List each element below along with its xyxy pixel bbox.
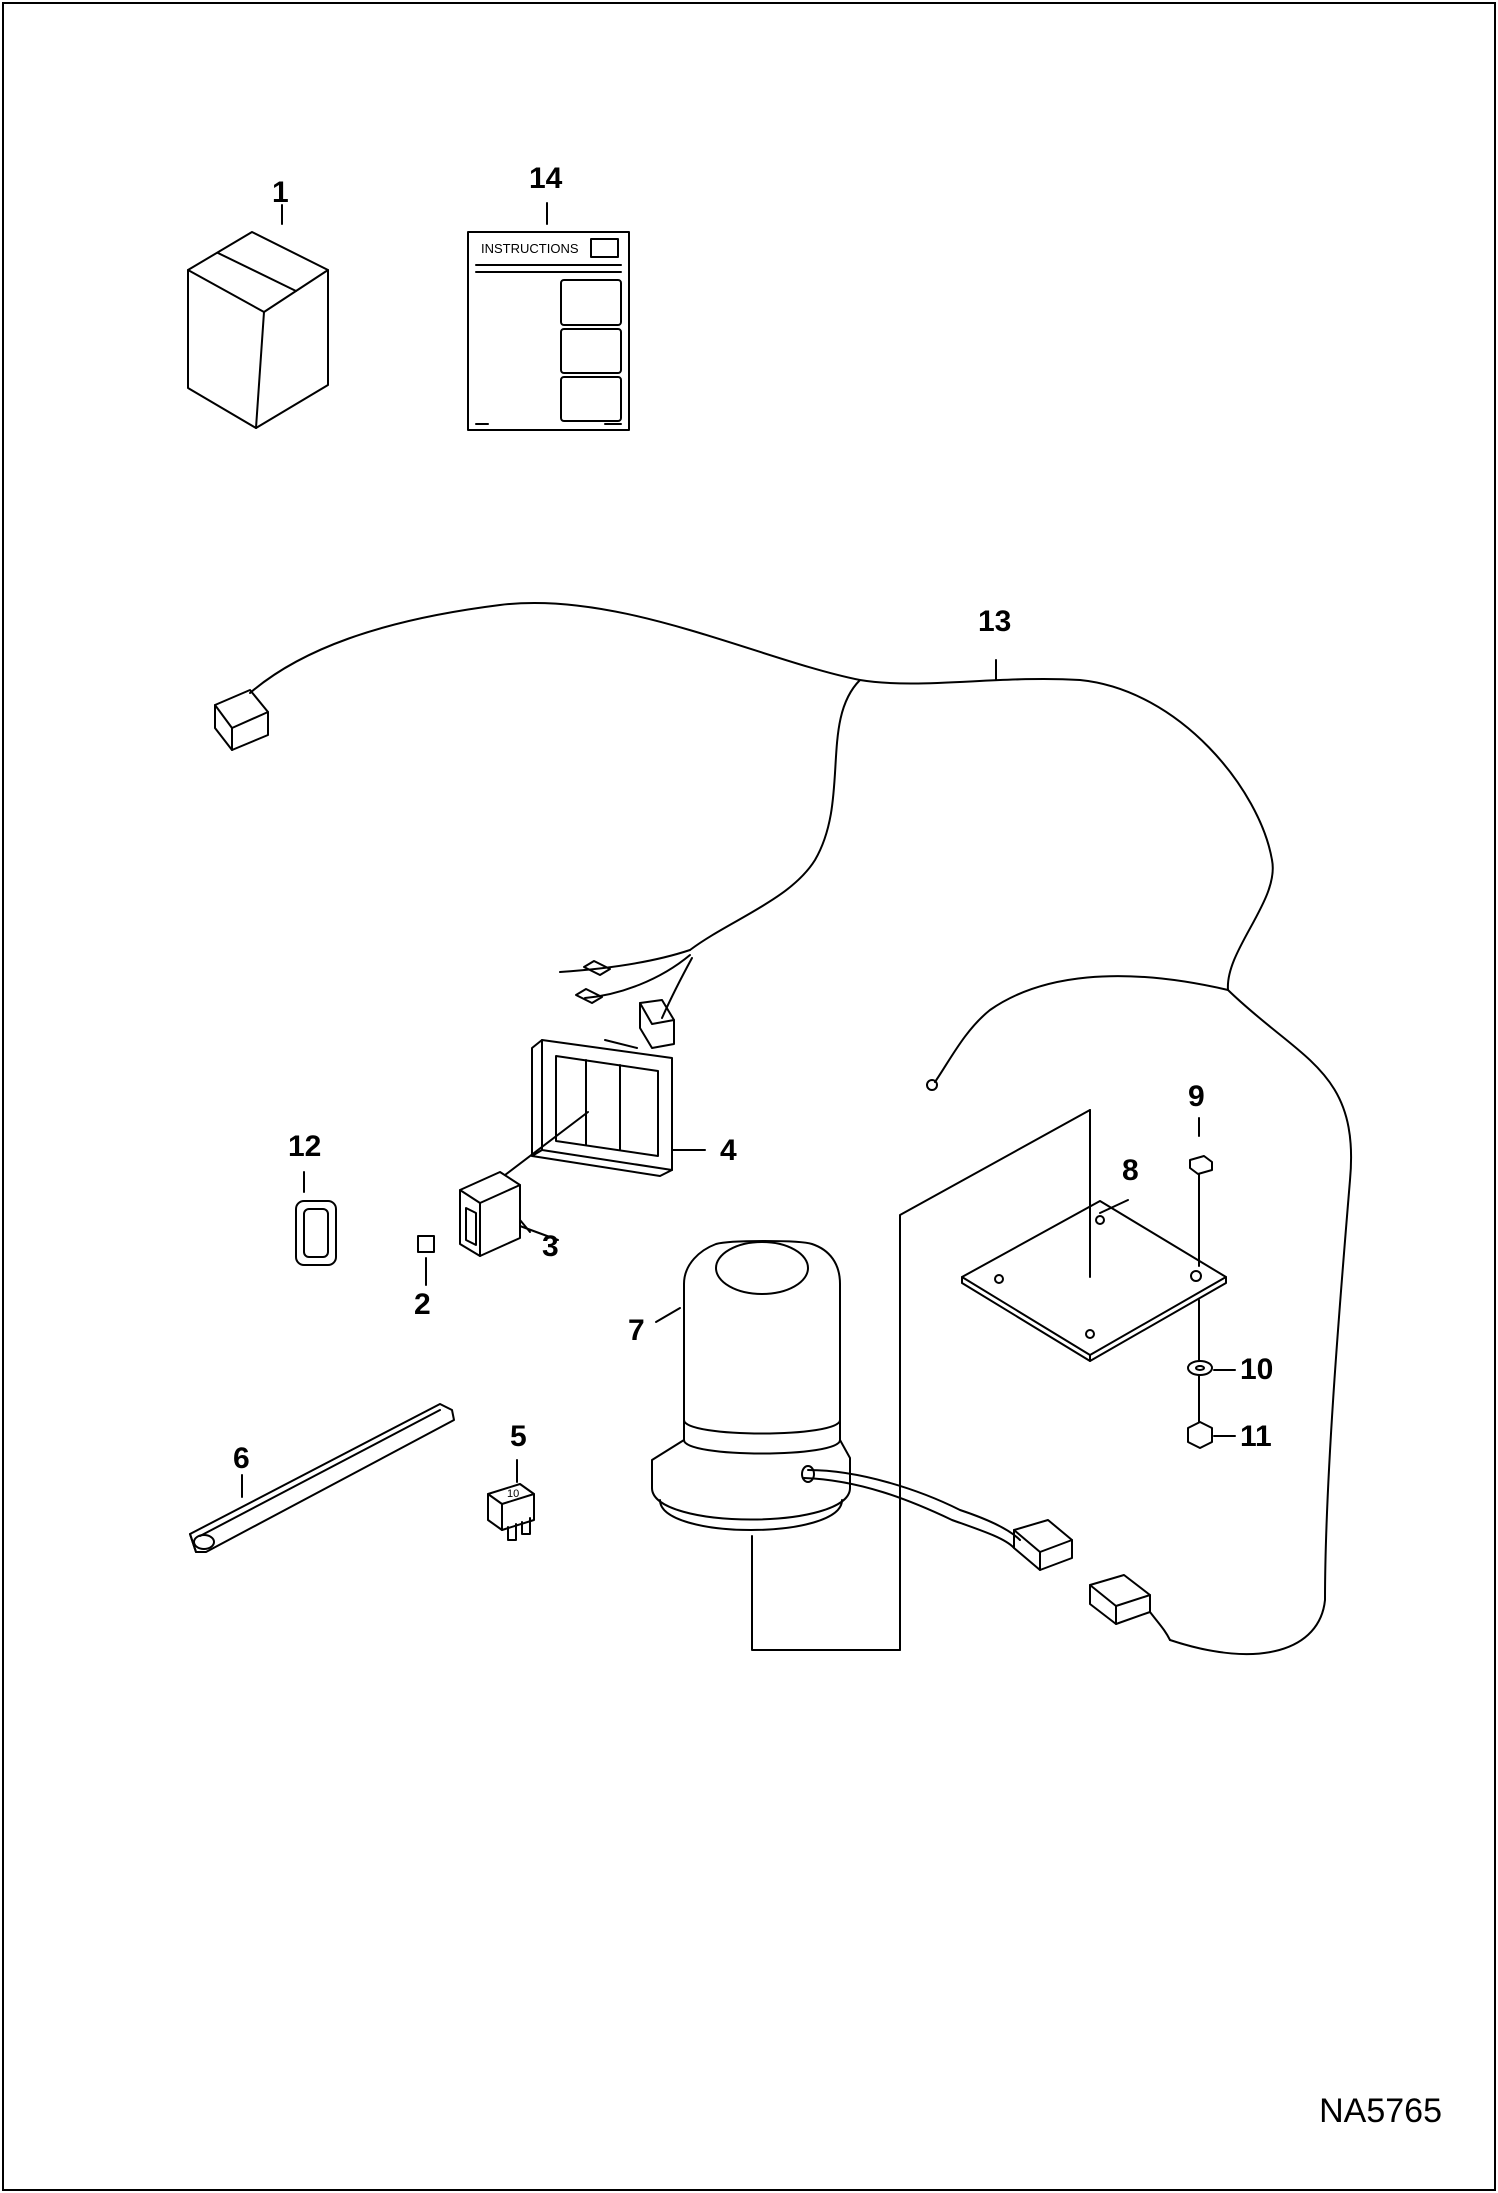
callout-11: 11 [1240,1420,1272,1453]
callout-3: 3 [542,1230,559,1263]
instructions-sheet-part: INSTRUCTIONS [467,202,630,431]
rocker-switch-part [459,1111,589,1257]
callout-13: 13 [978,605,1012,638]
mounting-plate-part [961,1109,1227,1362]
callout-10: 10 [1240,1353,1274,1386]
fuse-part: 10 [487,1459,535,1541]
decal-part [417,1235,435,1286]
callout-8: 8 [1122,1154,1139,1187]
washer-part [1187,1299,1236,1376]
fuse-rating-label: 10 [507,1488,519,1500]
switch-bezel-part [531,1039,706,1177]
box-part [187,204,329,429]
callout-4: 4 [720,1134,737,1167]
wire-harness-part [214,601,1353,1656]
nut-part [1187,1375,1236,1449]
callout-7: 7 [628,1314,645,1347]
instructions-heading: INSTRUCTIONS [481,241,579,256]
callout-12: 12 [288,1130,322,1163]
callout-1: 1 [272,176,289,209]
edge-trim-part [189,1403,455,1553]
switch-plug-part [295,1171,337,1266]
drawing-number: NA5765 [1319,2092,1442,2130]
callout-5: 5 [510,1420,527,1453]
callout-9: 9 [1188,1080,1205,1113]
callout-2: 2 [414,1288,431,1321]
bolt-part [1189,1117,1213,1267]
callout-6: 6 [233,1442,250,1475]
callout-14: 14 [529,162,563,195]
beacon-light-part [651,1109,1171,1651]
